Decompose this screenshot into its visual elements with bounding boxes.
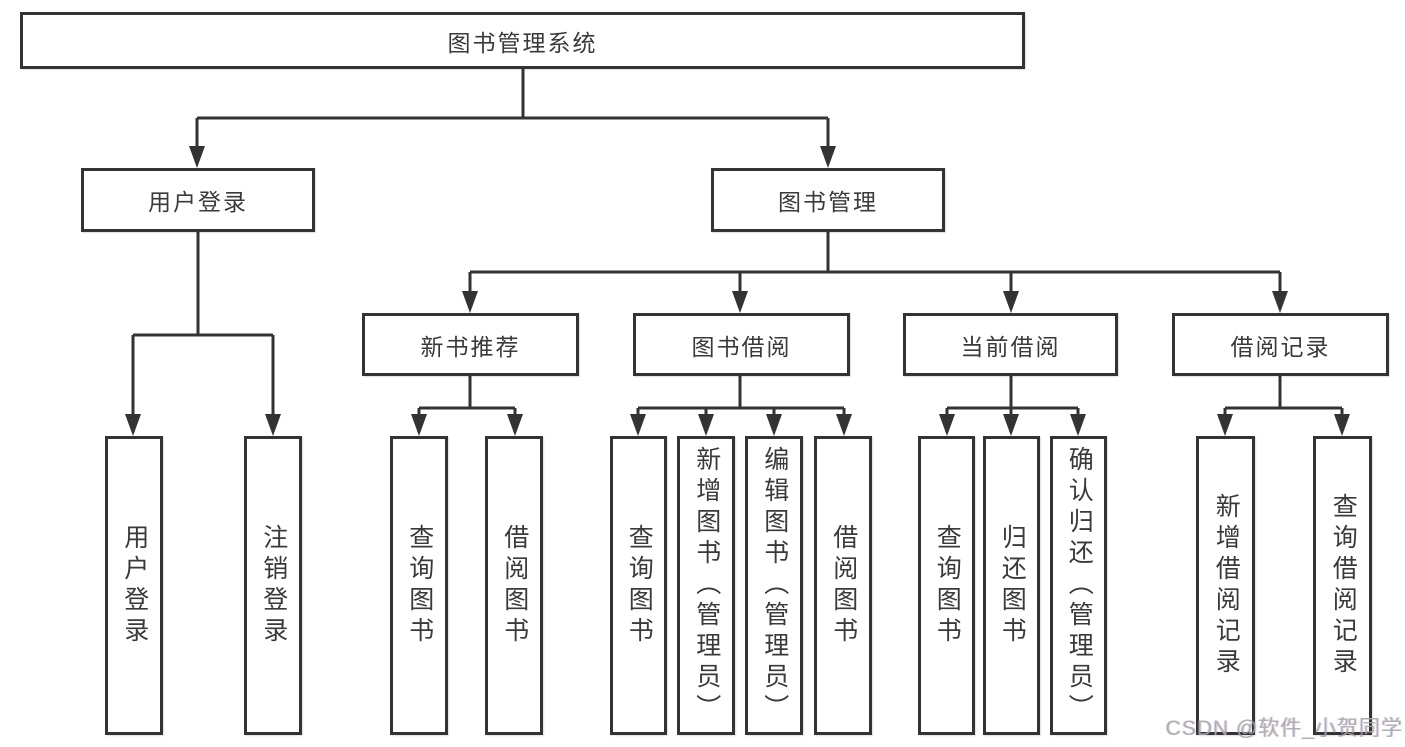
arrowhead-icon xyxy=(1003,291,1019,313)
node-book-management: 图书管理 xyxy=(711,168,945,232)
node-book-borrowing: 图书借阅 xyxy=(633,313,850,376)
arrowhead-icon xyxy=(411,414,427,436)
node-new-book-recommend: 新书推荐 xyxy=(362,313,579,376)
arrowhead-icon xyxy=(1217,414,1233,436)
node-label: 查询图书 xyxy=(405,523,434,648)
node-label: 图书借阅 xyxy=(691,333,792,360)
arrowhead-icon xyxy=(1003,414,1019,436)
node-label: 确认归还（管理员） xyxy=(1065,446,1094,725)
arrowhead-icon xyxy=(732,291,748,313)
node-borrow-records: 借阅记录 xyxy=(1172,313,1389,376)
arrowhead-icon xyxy=(1334,414,1350,436)
leaf-logout: 注销登录 xyxy=(244,436,302,735)
node-label: 查询图书 xyxy=(933,523,962,648)
arrowhead-icon xyxy=(766,414,782,436)
leaf-user-login: 用户登录 xyxy=(105,436,163,735)
node-label: 注销登录 xyxy=(259,523,288,648)
node-label: 新增借阅记录 xyxy=(1212,492,1241,679)
node-label: 归还图书 xyxy=(998,523,1027,648)
leaf-borrowing-query-books: 查询图书 xyxy=(610,436,667,735)
node-user-login: 用户登录 xyxy=(81,168,315,232)
arrowhead-icon xyxy=(462,291,478,313)
node-label: 借阅图书 xyxy=(829,523,858,648)
node-label: 当前借阅 xyxy=(960,333,1061,360)
leaf-borrowing-borrow-books: 借阅图书 xyxy=(814,436,872,735)
node-label: 借阅图书 xyxy=(500,523,529,648)
node-current-borrowing: 当前借阅 xyxy=(903,313,1118,376)
arrowhead-icon xyxy=(820,146,836,168)
node-label: 新增图书（管理员） xyxy=(692,446,721,725)
leaf-add-books-admin: 新增图书（管理员） xyxy=(677,436,735,735)
leaf-current-query-books: 查询图书 xyxy=(918,436,975,735)
arrowhead-icon xyxy=(265,414,281,436)
node-label: 图书管理 xyxy=(778,189,878,215)
node-label: 查询借阅记录 xyxy=(1329,492,1358,679)
node-label: 用户登录 xyxy=(148,189,248,215)
leaf-add-borrow-record: 新增借阅记录 xyxy=(1196,436,1255,735)
arrowheads xyxy=(125,146,1350,436)
arrowhead-icon xyxy=(698,414,714,436)
arrowhead-icon xyxy=(630,414,646,436)
arrowhead-icon xyxy=(939,414,955,436)
arrowhead-icon xyxy=(836,414,852,436)
arrowhead-icon xyxy=(189,146,205,168)
node-label: 用户登录 xyxy=(120,523,149,648)
node-label: 查询图书 xyxy=(625,523,654,648)
leaf-recommend-borrow-books: 借阅图书 xyxy=(485,436,543,735)
node-label: 借阅记录 xyxy=(1230,333,1331,360)
leaf-edit-books-admin: 编辑图书（管理员） xyxy=(745,436,803,735)
leaf-return-books: 归还图书 xyxy=(983,436,1040,735)
arrowhead-icon xyxy=(507,414,523,436)
node-label: 编辑图书（管理员） xyxy=(760,446,789,725)
csdn-watermark: CSDN @软件_小贺同学 xyxy=(1165,717,1403,740)
arrowhead-icon xyxy=(125,414,141,436)
leaf-recommend-query-books: 查询图书 xyxy=(390,436,448,735)
node-root-library-system: 图书管理系统 xyxy=(20,12,1025,69)
arrowhead-icon xyxy=(1070,414,1086,436)
node-label: 新书推荐 xyxy=(420,333,521,360)
leaf-query-borrow-record: 查询借阅记录 xyxy=(1313,436,1372,735)
arrowhead-icon xyxy=(1272,291,1288,313)
node-label: 图书管理系统 xyxy=(447,29,598,56)
leaf-confirm-return-admin: 确认归还（管理员） xyxy=(1050,436,1107,735)
